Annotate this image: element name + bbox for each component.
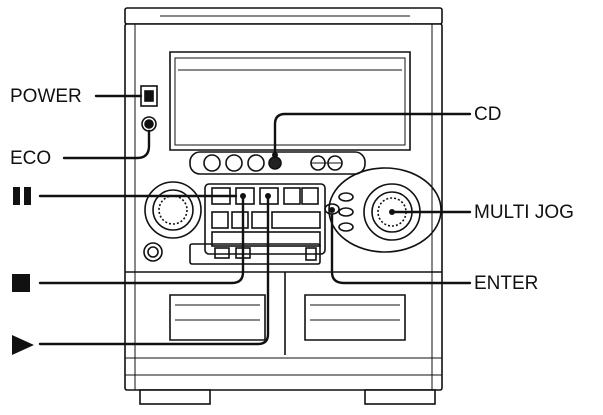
power-label: POWER: [10, 86, 82, 107]
cd-button-1: [203, 154, 221, 172]
phones-jack: [143, 242, 163, 262]
foot-left: [139, 389, 211, 405]
stop-button: [211, 211, 229, 229]
multi-jog-label: MULTI JOG: [474, 202, 574, 223]
display-panel: [169, 51, 411, 151]
enter-label: ENTER: [474, 273, 539, 294]
eco-leader: [62, 129, 151, 160]
cd-button-3: [247, 154, 265, 172]
control-panel: [204, 183, 326, 255]
play-icon: [12, 335, 34, 355]
foot-right: [364, 389, 436, 405]
cd-button: [268, 156, 282, 170]
cassette-controls: [189, 243, 321, 265]
cassette-deck-left: [169, 294, 266, 341]
enter-leader: [330, 213, 472, 285]
eco-label: ECO: [10, 148, 52, 169]
cd-button-2: [225, 154, 243, 172]
volume-knob: [144, 181, 202, 239]
stop-leader: [38, 194, 245, 285]
main-body: [124, 23, 443, 391]
play-leader: [38, 194, 270, 346]
stop-icon: [12, 274, 30, 292]
cd-label: CD: [474, 104, 502, 125]
cd-leader: [273, 112, 472, 157]
cassette-deck-right: [304, 294, 406, 341]
pause-icon: [12, 187, 34, 205]
